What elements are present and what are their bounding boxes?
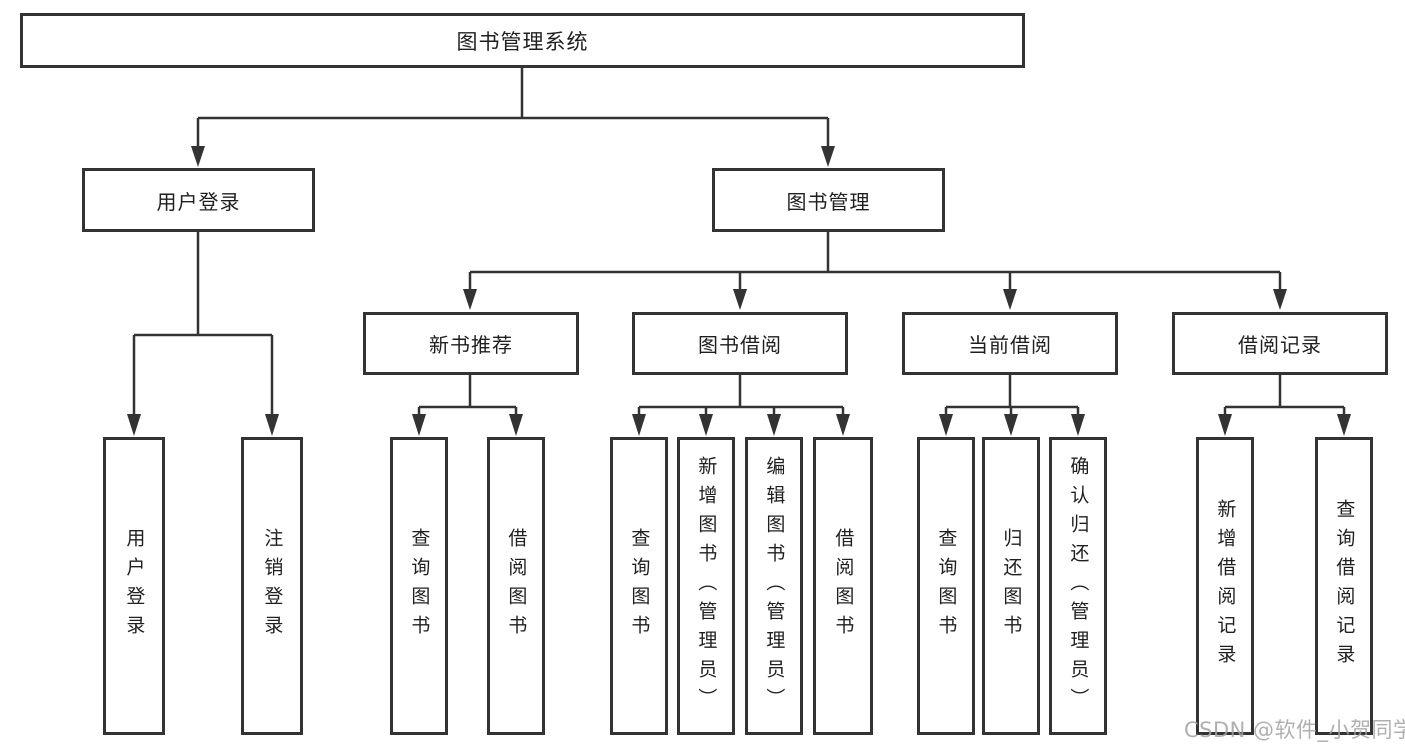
csdn-watermark: CSDN @软件_小贺同学 [1184, 718, 1405, 742]
node-borrow-records-label: 借阅记录 [1238, 333, 1322, 357]
leaf-bb-query-books-label: 查询图书 [628, 528, 651, 644]
leaf-cb-query-books: 查询图书 [917, 437, 975, 735]
leaf-bb-borrow-books: 借阅图书 [813, 437, 873, 735]
node-book-borrowing-label: 图书借阅 [698, 333, 782, 357]
leaf-user-login: 用户登录 [103, 437, 165, 735]
leaf-br-add-record-label: 新增借阅记录 [1214, 499, 1237, 673]
node-library-system: 图书管理系统 [20, 13, 1025, 68]
leaf-bb-add-books-admin-label: 新增图书（管理员） [695, 455, 718, 717]
node-book-management: 图书管理 [712, 168, 945, 232]
node-user-login: 用户登录 [82, 168, 315, 232]
leaf-cb-confirm-return-admin-label: 确认归还（管理员） [1067, 455, 1090, 717]
leaf-cb-query-books-label: 查询图书 [935, 528, 958, 644]
node-book-management-label: 图书管理 [786, 189, 871, 214]
leaf-nbr-query-books: 查询图书 [390, 437, 448, 735]
leaf-cb-return-books: 归还图书 [982, 437, 1040, 735]
node-user-login-label: 用户登录 [156, 189, 241, 214]
leaf-nbr-query-books-label: 查询图书 [408, 528, 431, 644]
leaf-bb-edit-books-admin-label: 编辑图书（管理员） [763, 455, 786, 717]
leaf-cb-confirm-return-admin: 确认归还（管理员） [1049, 437, 1107, 735]
node-current-borrowing-label: 当前借阅 [968, 333, 1052, 357]
node-library-system-label: 图书管理系统 [456, 29, 589, 54]
leaf-logout-login-label: 注销登录 [261, 528, 284, 644]
leaf-user-login-label: 用户登录 [123, 528, 146, 644]
node-borrow-records: 借阅记录 [1172, 312, 1388, 375]
leaf-cb-return-books-label: 归还图书 [1000, 528, 1023, 644]
leaf-bb-borrow-books-label: 借阅图书 [832, 528, 855, 644]
node-new-book-recommend: 新书推荐 [363, 312, 579, 375]
leaf-logout-login: 注销登录 [241, 437, 303, 735]
leaf-nbr-borrow-books: 借阅图书 [487, 437, 545, 735]
leaf-br-add-record: 新增借阅记录 [1196, 437, 1254, 735]
node-book-borrowing: 图书借阅 [632, 312, 848, 375]
leaf-nbr-borrow-books-label: 借阅图书 [505, 528, 528, 644]
leaf-br-query-record: 查询借阅记录 [1315, 437, 1373, 735]
leaf-br-query-record-label: 查询借阅记录 [1333, 499, 1356, 673]
leaf-bb-edit-books-admin: 编辑图书（管理员） [745, 437, 803, 735]
node-new-book-recommend-label: 新书推荐 [429, 333, 513, 357]
leaf-bb-query-books: 查询图书 [610, 437, 668, 735]
leaf-bb-add-books-admin: 新增图书（管理员） [677, 437, 735, 735]
node-current-borrowing: 当前借阅 [902, 312, 1118, 375]
arrowhead-icons [127, 146, 1351, 436]
